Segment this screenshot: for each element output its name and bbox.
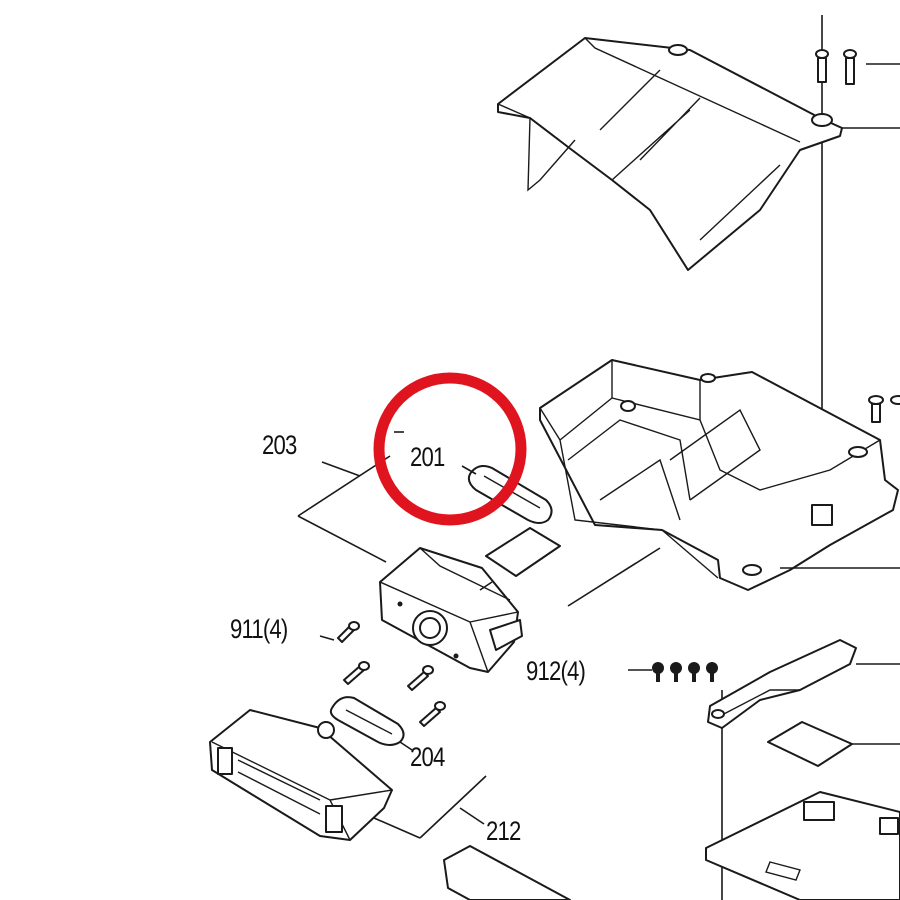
screw-group-top [815,49,900,129]
bracket-part [707,639,900,729]
label-201: 201 [410,442,445,472]
screw-911-group [319,621,446,727]
highlight-circle [373,372,527,526]
battery-pack-212-part [209,709,393,841]
label-212: 212 [486,816,521,846]
lower-part [443,845,571,900]
circuit-board-part [705,721,900,900]
label-203: 203 [262,430,297,460]
motor-block-203-part [379,547,523,673]
label-204: 204 [410,742,445,772]
screw-912-group [628,662,718,682]
gasket-204-part [329,696,405,746]
top-cover-part [497,37,843,271]
label-912: 912(4) [526,656,586,686]
pad-part [485,527,561,577]
leader-lines [297,431,661,839]
screw-group-housing [780,395,900,569]
main-housing-part [539,359,899,591]
label-911: 911(4) [230,614,288,644]
